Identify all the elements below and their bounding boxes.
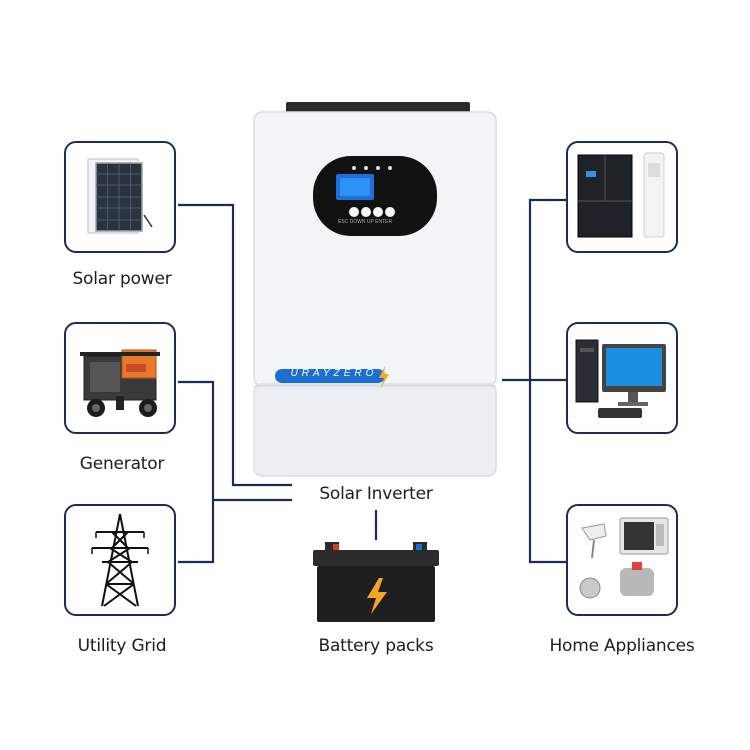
solar-power-label: Solar power	[72, 269, 172, 289]
solar-inverter-label: Solar Inverter	[319, 484, 433, 504]
generator-line	[178, 380, 292, 502]
battery-packs-label: Battery packs	[318, 636, 434, 656]
enter-label: ENTER	[375, 219, 393, 225]
solar-panel-icon	[87, 158, 153, 234]
appliance-card-fridge	[566, 141, 678, 253]
refrigerator-icon	[577, 152, 665, 238]
button-labels: ESC DOWN UP ENTER	[338, 219, 418, 225]
battery-pack	[313, 540, 439, 622]
grid-line	[178, 500, 215, 564]
generator-icon	[80, 349, 160, 417]
transmission-tower-icon	[91, 513, 149, 607]
solar-line	[178, 203, 292, 487]
generator-label: Generator	[79, 454, 165, 474]
battery-icon	[313, 542, 439, 622]
inverter-device	[253, 102, 497, 477]
generator-card	[64, 322, 176, 434]
up-label: UP	[366, 219, 374, 225]
down-label: DOWN	[349, 219, 366, 225]
kitchen-appliances-icon	[579, 517, 669, 599]
solar-power-card	[64, 141, 176, 253]
esc-label: ESC	[338, 219, 349, 225]
solar-inverter: URAYZERO ESC DOWN UP ENTER	[248, 100, 502, 478]
utility-grid-label: Utility Grid	[77, 636, 167, 656]
utility-grid-card	[64, 504, 176, 616]
computer-icon	[575, 339, 666, 418]
appliance-card-kitchen	[566, 504, 678, 616]
appliance-card-computer	[566, 322, 678, 434]
brand-label: URAYZERO	[290, 368, 378, 379]
home-appliances-label: Home Appliances	[549, 636, 695, 656]
